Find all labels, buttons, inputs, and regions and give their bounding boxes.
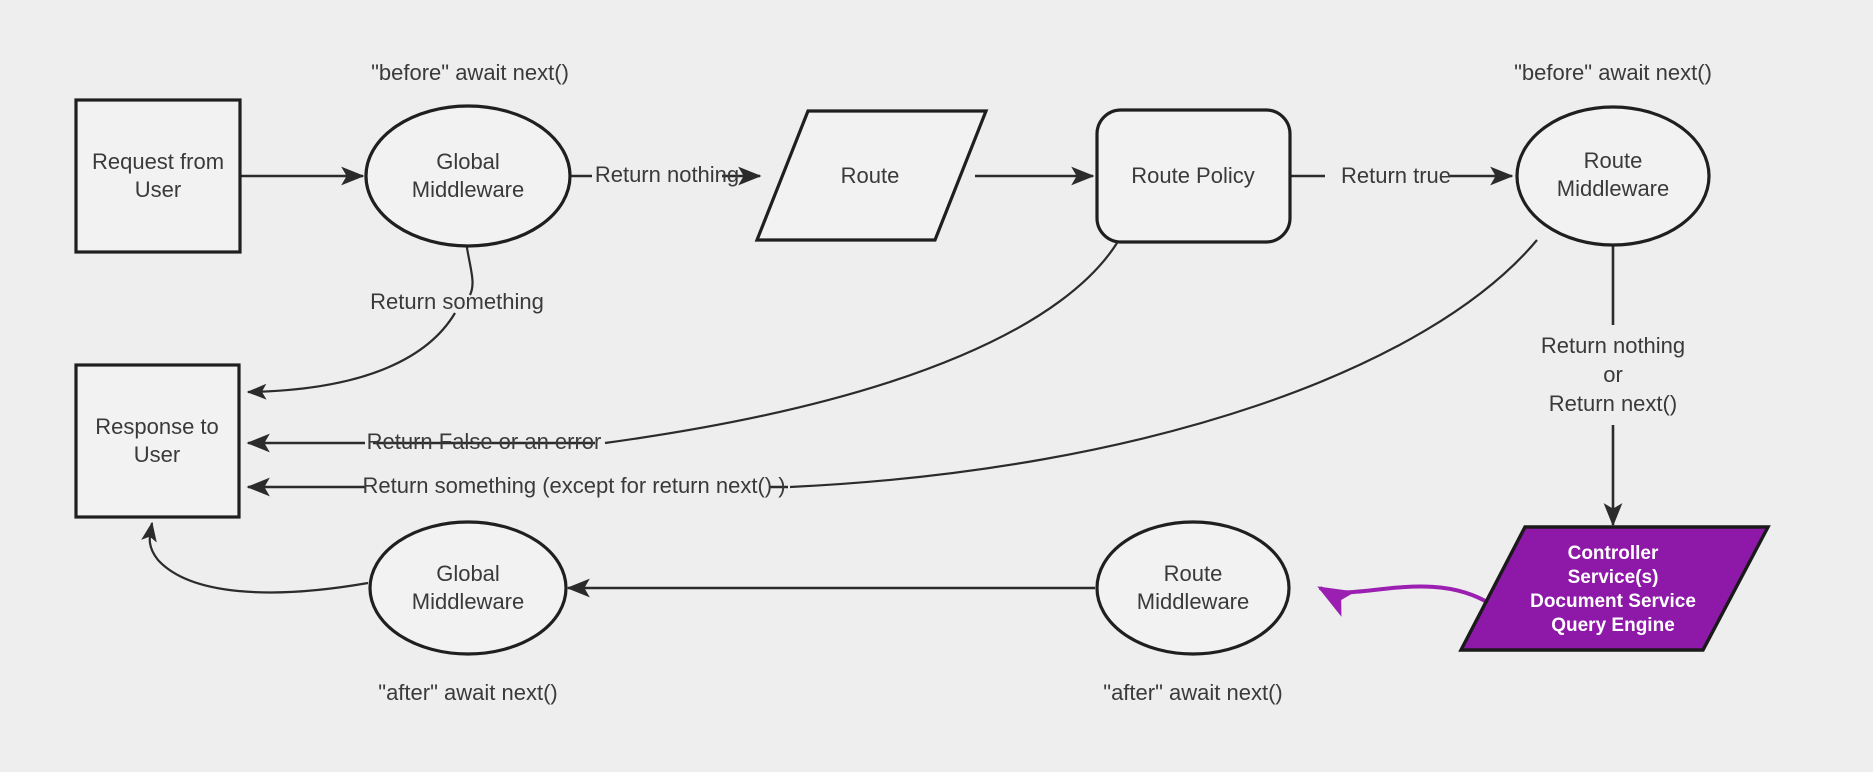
edge-label-return-nothing-or-next-line1: Return nothing [1541,333,1685,358]
annotation-after-await-next-route: "after" await next() [1103,680,1282,705]
request-from-user-box [74,98,242,254]
controller-label-line1: Controller [1568,543,1659,564]
edge-global-to-response-upper [464,241,474,296]
edge-policy-to-response-curve [604,242,1118,445]
edge-controller-to-route-middleware-after [1317,584,1494,617]
node-global-middleware-after[interactable]: Global Middleware [368,520,568,656]
controller-parallelogram [1458,525,1771,652]
controller-label-line3: Document Service [1530,591,1696,612]
edge-routemw-to-response-curve [789,239,1538,489]
controller-label-line2: Service(s) [1568,567,1659,588]
route-middleware-before-label-line2: Middleware [1557,176,1670,201]
edge-label-return-true: Return true [1341,163,1451,188]
node-request-from-user[interactable]: Request from User [74,98,242,254]
edge-label-return-something-except-next: Return something (except for return next… [362,473,785,498]
annotation-before-await-next-route: "before" await next() [1514,60,1712,85]
global-middleware-before-ellipse [364,104,572,248]
route-policy-label: Route Policy [1131,163,1255,188]
request-from-user-label-line2: User [135,177,181,202]
edge-global-to-response-lower [246,312,456,400]
node-global-middleware-before[interactable]: Global Middleware [364,104,572,248]
route-middleware-after-label-line1: Route [1164,561,1223,586]
route-middleware-after-label-line2: Middleware [1137,589,1250,614]
edge-label-return-nothing-or-next-line3: Return next() [1549,391,1677,416]
global-middleware-before-label-line2: Middleware [412,177,525,202]
global-middleware-after-label-line2: Middleware [412,589,525,614]
global-middleware-after-label-line1: Global [436,561,500,586]
edge-global-after-to-response [141,521,369,594]
node-route-middleware-before[interactable]: Route Middleware [1515,105,1711,247]
route-parallelogram [754,109,989,242]
node-route[interactable]: Route [754,109,989,242]
node-route-middleware-after[interactable]: Route Middleware [1095,520,1291,656]
annotation-before-await-next-global: "before" await next() [371,60,569,85]
annotation-after-await-next-global: "after" await next() [378,680,557,705]
controller-label-line4: Query Engine [1551,615,1675,636]
route-policy-box [1095,108,1292,244]
node-controller-services[interactable]: Controller Service(s) Document Service Q… [1458,525,1771,652]
edge-label-return-nothing-or-next-line2: or [1603,362,1623,387]
route-middleware-before-ellipse [1515,105,1711,247]
response-to-user-box [74,363,241,519]
edge-label-return-nothing: Return nothing [595,162,739,187]
request-from-user-label-line1: Request from [92,149,224,174]
response-to-user-label-line1: Response to [95,414,219,439]
node-response-to-user[interactable]: Response to User [74,363,241,519]
route-middleware-after-ellipse [1095,520,1291,656]
node-route-policy[interactable]: Route Policy [1095,108,1292,244]
route-label: Route [841,163,900,188]
route-middleware-before-label-line1: Route [1584,148,1643,173]
global-middleware-after-ellipse [368,520,568,656]
global-middleware-before-label-line1: Global [436,149,500,174]
edge-label-return-something: Return something [370,289,544,314]
edge-label-return-false-or-error: Return False or an error [367,429,602,454]
response-to-user-label-line2: User [134,442,180,467]
